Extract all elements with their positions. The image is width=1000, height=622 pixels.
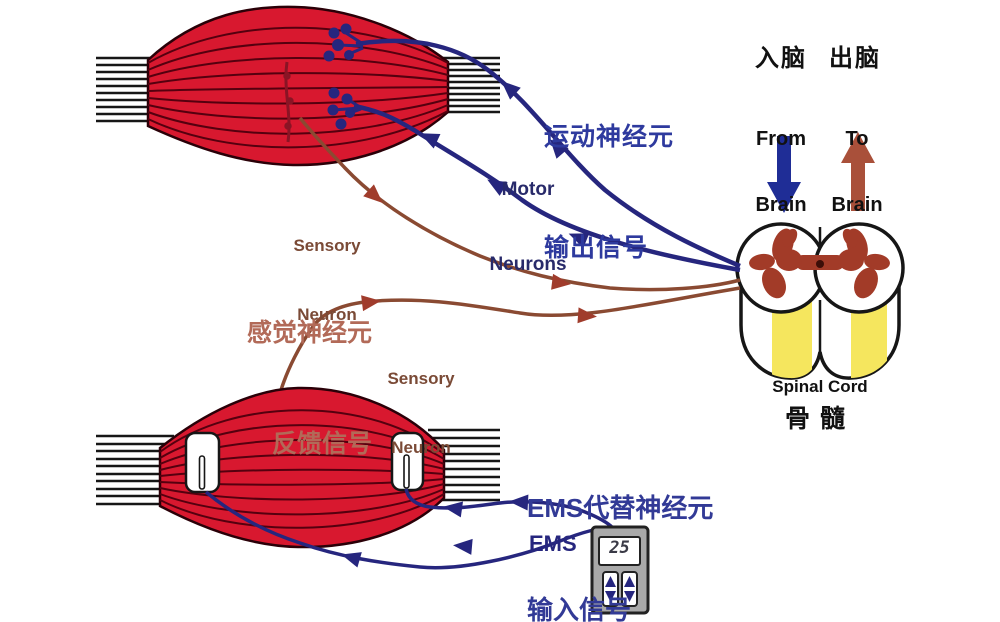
ems-input-label-cn: EMS代替神经元 输入信号 — [527, 493, 714, 622]
ems-label: EMS — [529, 531, 577, 556]
electrode-slot-left — [198, 455, 206, 490]
electrode-pad-left — [184, 431, 221, 494]
motor-neuron-arrowheads — [419, 80, 590, 249]
central-canal — [816, 260, 824, 268]
bottom-muscle — [96, 386, 500, 549]
spinal-cord-label-cn: 骨髓 — [784, 405, 855, 433]
spinal-cord-illustration — [735, 222, 905, 380]
sensory-neuron-label-top: Sensory Neuron — [293, 236, 361, 324]
top-muscle-left-tendon — [96, 56, 151, 123]
to-brain-arrow — [841, 132, 875, 211]
spinal-cord-label-en: Spinal Cord — [772, 377, 868, 396]
ems-wire-right-pad — [404, 488, 615, 530]
ems-device-buttons — [602, 571, 638, 607]
sensory-feedback-label-cn: 感觉神经元 反馈信号 — [246, 319, 372, 458]
sensory-neuron-arrowheads — [361, 184, 597, 324]
motor-endplate-cluster-upper — [323, 23, 364, 62]
from-brain-label: From Brain — [755, 128, 807, 216]
ems-display-value: 25 — [609, 538, 630, 558]
motor-neurons-label-en: Motor Neurons — [489, 179, 567, 275]
motor-neuron-path-1 — [355, 38, 741, 269]
from-brain-arrow — [767, 136, 801, 213]
top-muscle-belly — [146, 5, 450, 167]
ems-device — [590, 525, 650, 615]
sensory-neuron-label-bottom: Sensory Neuron — [387, 369, 455, 457]
motor-neuron-output-label-cn: 运动神经元 输出信号 — [544, 123, 675, 262]
sensory-neuron-path-top — [298, 116, 741, 292]
out-brain-label-cn: 出脑 — [829, 45, 881, 72]
ems-device-display — [598, 536, 641, 566]
top-muscle — [96, 5, 500, 167]
ems-wire-arrowheads — [341, 494, 529, 568]
gray-matter-butterfly — [749, 228, 890, 299]
ems-wires — [204, 488, 620, 570]
ems-wire-left-pad — [204, 490, 620, 570]
muscle-spindle — [283, 61, 294, 143]
bottom-muscle-belly — [158, 386, 446, 549]
to-brain-label: To Brain — [831, 128, 883, 216]
in-brain-label-cn: 入脑 — [755, 45, 807, 72]
electrode-slot-right — [403, 454, 410, 489]
